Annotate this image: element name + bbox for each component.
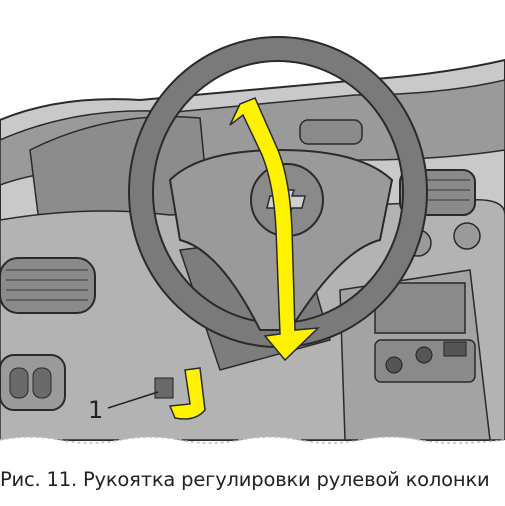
torn-edge [0,437,505,506]
climate-knob-icon [453,222,481,250]
adjustment-arrow-icon [229,97,321,362]
callout-leader-line [107,391,159,409]
switch-icon [32,367,52,399]
switch-icon [9,367,29,399]
left-air-vent [0,257,96,314]
console-button-icon [415,346,433,364]
console-button-icon [443,341,467,357]
top-switch-block [299,119,363,145]
figure-caption: Рис. 11. Рукоятка регулировки рулевой ко… [0,468,490,491]
callout-number: 1 [88,396,104,424]
lever-pivot [154,377,174,399]
console-button-icon [385,356,403,374]
torn-edge-line [0,436,505,444]
adjustment-lever-icon [168,367,206,420]
